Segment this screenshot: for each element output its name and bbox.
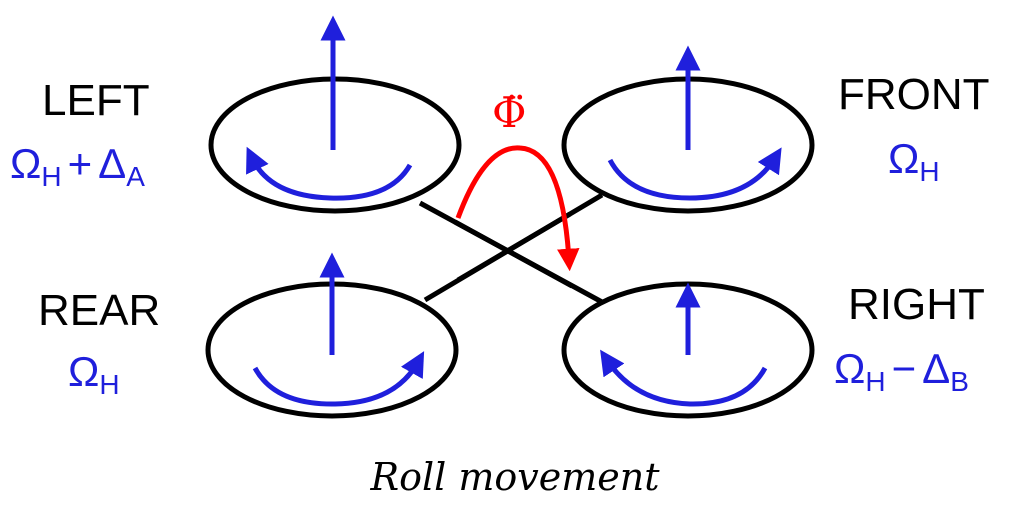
rotor-left-speed: ΩH+ΔA	[10, 140, 145, 192]
diagram-caption: Roll movement	[370, 455, 660, 499]
rotor-front-speed: ΩH	[888, 135, 940, 187]
rotor-front-name: FRONT	[838, 70, 990, 119]
rotor-left-name: LEFT	[42, 76, 150, 125]
frame-arm-segment	[453, 219, 574, 289]
rotation-arrow-left	[246, 146, 413, 201]
rotor-rear-name: REAR	[38, 286, 161, 335]
rotor-right-name: RIGHT	[848, 280, 985, 329]
rotation-arrow-front	[607, 147, 782, 201]
rotation-arrow-right	[600, 349, 768, 407]
rotor-rear-speed: ΩH	[68, 348, 120, 400]
rotor-right-speed: ΩH−ΔB	[834, 345, 969, 397]
rotation-arrow-rear	[252, 351, 425, 407]
frame-arm-segment	[456, 211, 572, 283]
roll-acceleration-label: Φ̈	[492, 88, 527, 137]
roll-arrow	[455, 145, 580, 272]
